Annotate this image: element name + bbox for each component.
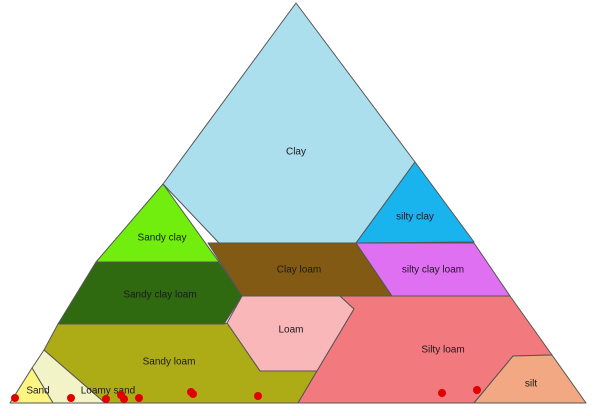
region-sand	[9, 367, 54, 404]
region-sandy-clay-loam	[57, 261, 243, 325]
sample-points-layer	[11, 386, 481, 403]
labels-layer: Clay silty clay Sandy clay Clay loam sil…	[26, 147, 537, 397]
label-silty-clay-loam: silty clay loam	[402, 265, 464, 276]
label-sand: Sand	[26, 386, 49, 397]
regions-layer	[9, 2, 587, 404]
label-loam: Loam	[278, 325, 303, 336]
label-silty-clay: silty clay	[396, 212, 434, 223]
sample-point	[473, 386, 481, 394]
sample-point	[135, 394, 143, 402]
label-clay: Clay	[286, 147, 306, 158]
label-silty-loam: Silty loam	[421, 345, 464, 356]
sample-point	[254, 392, 262, 400]
sample-point	[438, 389, 446, 397]
region-clay	[162, 2, 416, 244]
label-clay-loam: Clay loam	[277, 265, 321, 276]
sample-point	[11, 394, 19, 402]
label-loamy-sand: Loamy sand	[81, 386, 135, 397]
region-silt	[473, 354, 587, 404]
label-sandy-clay-loam: Sandy clay loam	[123, 290, 196, 301]
label-silt: silt	[525, 379, 537, 390]
sample-point	[102, 395, 110, 403]
sample-point	[120, 395, 128, 403]
sample-point	[189, 390, 197, 398]
sample-point	[67, 394, 75, 402]
label-sandy-loam: Sandy loam	[143, 357, 196, 368]
label-sandy-clay: Sandy clay	[138, 233, 187, 244]
